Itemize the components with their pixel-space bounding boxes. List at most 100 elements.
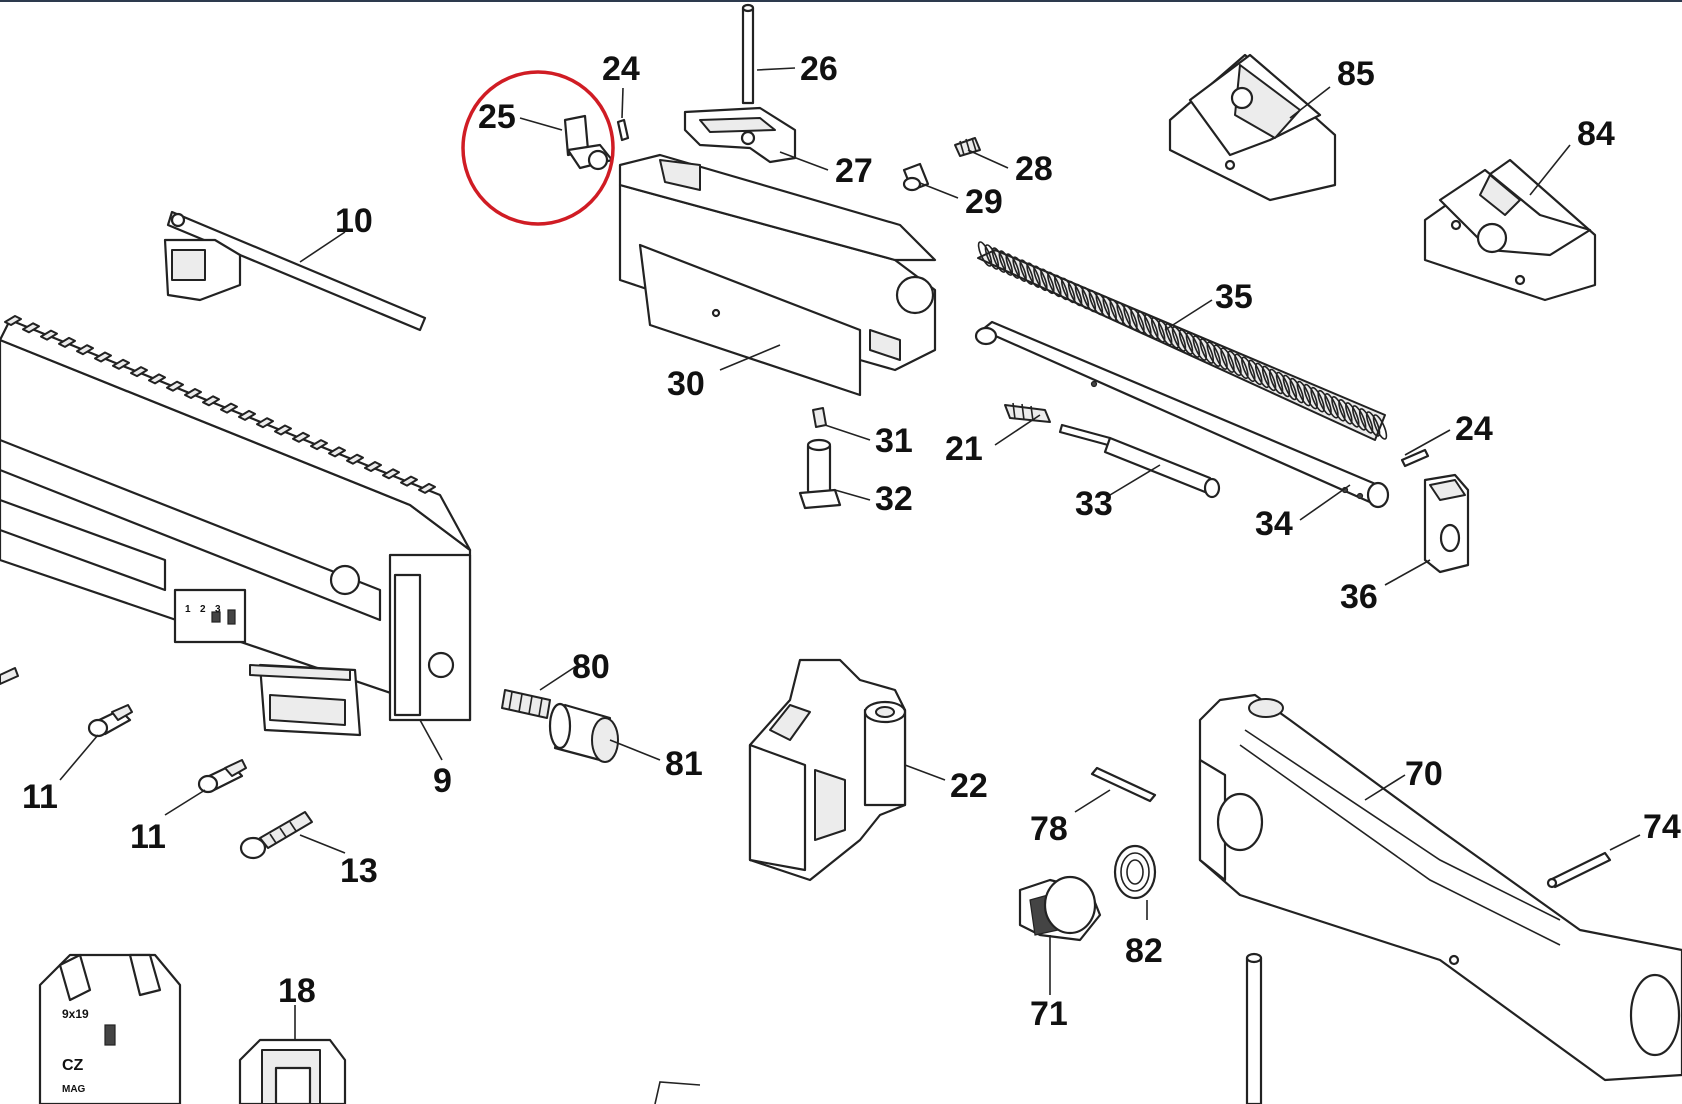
part-82-spring [1113,844,1157,900]
panel-text-2: 2 [200,604,206,615]
part-26-pin [741,3,755,105]
spring-coil [1102,295,1117,322]
spring-coil [1192,335,1208,361]
spring-coil [1220,347,1235,373]
spring-coil [1227,350,1242,377]
label-27: 27 [835,152,873,190]
part-24-pin-right [1400,448,1430,468]
spring-coil [1164,323,1180,349]
part-71-release-button [1018,875,1102,942]
spring-coil [1331,396,1346,422]
panel-text-1: 1 [185,604,191,615]
part-22-trunnion [748,658,907,882]
highlight-circle [461,70,615,226]
bottom-rod [1245,952,1263,1104]
part-31-spring [812,407,827,428]
rail-tooth [238,409,256,421]
magazine-text-mid: CZ [62,1057,84,1074]
rail-tooth [346,453,364,465]
spring-coil [1053,274,1069,301]
part-80-spring [501,689,551,719]
label-24-right: 24 [1455,410,1493,448]
label-33: 33 [1075,485,1113,523]
part-11-screw-a [87,704,133,738]
label-21: 21 [945,430,983,468]
leader-lines [59,67,1641,1040]
label-82: 82 [1125,932,1163,970]
spring-coil [1261,365,1277,392]
rail-tooth [292,431,310,443]
label-34: 34 [1255,505,1293,543]
rail-teeth [4,315,436,494]
rail-tooth [400,475,418,487]
part-85-rear-sight [1168,53,1337,202]
part-36-buffer [1423,473,1470,574]
rail-tooth [202,395,220,407]
part-11-screw-b [197,759,247,794]
spring-coil [1372,414,1388,440]
spring-coil [1213,344,1228,370]
rail-tooth [4,315,22,326]
label-70: 70 [1405,755,1443,793]
rail-tooth [256,417,274,429]
spring-coil [1324,393,1339,419]
spring-coil [1199,338,1215,364]
part-13-screw [239,811,313,860]
spring-coil [1338,399,1353,425]
label-80: 80 [572,648,610,686]
part-84-front-sight [1423,158,1597,302]
label-35: 35 [1215,278,1253,316]
part-30-bolt [618,153,937,397]
spring-coil [1234,353,1249,380]
spring-coil [977,241,993,267]
label-81: 81 [665,745,703,783]
spring-coil [1268,368,1284,395]
spring-coil [1130,308,1145,334]
rail-tooth [418,482,436,494]
spring-coil [1275,371,1291,398]
part-70-stock [1198,693,1682,1082]
spring-coil [1282,374,1298,401]
part-74-pin [1546,851,1612,889]
part-21-spring [1004,402,1051,423]
part-18-magazine-catch [238,1038,347,1104]
part-24-pin-top [616,118,630,142]
top-border [0,0,1682,2]
spring-coil [991,247,1007,273]
spring-coil [1289,377,1305,404]
spring-coil [1137,311,1152,337]
spring-coils [977,241,1388,440]
spring-coil [984,244,1000,270]
spring-coil [1123,304,1138,331]
spring-coil [998,250,1014,276]
label-36: 36 [1340,578,1378,616]
spring-coil [1116,301,1131,328]
rail-tooth [364,461,382,472]
part-10-charging-handle [163,210,427,332]
panel-text-3: 3 [215,604,221,615]
spring-coil [1150,317,1166,343]
part-27-extractor [683,106,797,164]
spring-coil [1254,362,1270,389]
part-32-firing-pin-retainer [798,438,842,510]
spring-coil [1241,356,1256,383]
rail-tooth [22,322,40,334]
spring-coil [1310,386,1325,413]
part-35-recoil-spring [977,241,1388,441]
part-34-guide-rod [974,320,1390,509]
part-9-receiver: 1 2 3 [0,315,472,737]
spring-coil [1060,277,1076,304]
part-25-latch [563,114,614,171]
spring-coil [1345,402,1360,428]
label-26: 26 [800,50,838,88]
label-28: 28 [1015,150,1053,188]
label-11-a: 11 [22,778,58,816]
spring-coil [1109,298,1124,325]
rail-tooth [76,344,94,356]
spring-coil [1088,289,1104,316]
spring-coil [1185,332,1201,358]
spring-coil [1026,262,1041,288]
bottom-part-outline [654,1081,701,1104]
spring-coil [1171,326,1187,352]
